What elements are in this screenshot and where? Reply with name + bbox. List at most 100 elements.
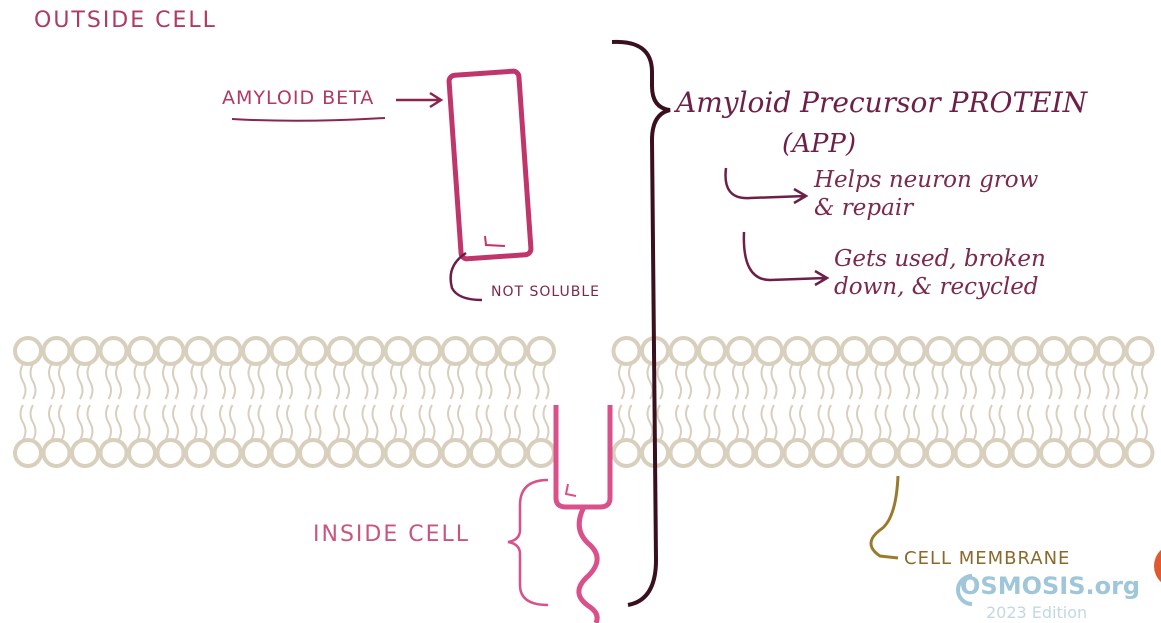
lipid-tail <box>420 405 425 440</box>
lipid-tail <box>363 364 368 399</box>
lipid-tail <box>544 405 549 440</box>
app-intracellular-tail <box>579 507 597 623</box>
phospholipid-head <box>443 440 469 466</box>
lipid-tail <box>772 405 777 440</box>
lipid-tail <box>1142 405 1147 440</box>
app-title: Amyloid Precursor PROTEIN <box>676 86 1087 119</box>
phospholipid-head <box>72 338 98 364</box>
phospholipid-head <box>1127 338 1153 364</box>
phospholipid-head <box>842 338 868 364</box>
lipid-tail <box>1047 364 1052 399</box>
not-soluble-label: NOT SOLUBLE <box>491 284 600 300</box>
lipid-tail <box>316 364 321 399</box>
function-arrow-2 <box>744 232 827 285</box>
lipid-tail <box>1028 405 1033 440</box>
lipid-tail <box>790 405 795 440</box>
lipid-tail <box>904 405 909 440</box>
phospholipid-head <box>500 440 526 466</box>
phospholipid-head <box>785 440 811 466</box>
phospholipid-head <box>614 440 640 466</box>
phospholipid-head <box>186 440 212 466</box>
lipid-tail <box>106 405 111 440</box>
lipid-tail <box>363 405 368 440</box>
phospholipid-head <box>44 440 70 466</box>
lipid-tail <box>49 405 54 440</box>
lipid-tail <box>448 364 453 399</box>
lipid-tail <box>800 364 805 399</box>
lipid-tail <box>259 364 264 399</box>
lipid-tail <box>857 364 862 399</box>
lipid-tail <box>1104 364 1109 399</box>
lipid-tail <box>715 405 720 440</box>
phospholipid-head <box>101 440 127 466</box>
phospholipid-head <box>329 440 355 466</box>
lipid-tail <box>619 405 624 440</box>
lipid-tail <box>505 405 510 440</box>
lipid-tail <box>705 364 710 399</box>
lipid-tail <box>515 405 520 440</box>
lipid-tail <box>1142 364 1147 399</box>
lipid-tail <box>220 405 225 440</box>
lipid-tail <box>306 364 311 399</box>
lipid-tail <box>287 364 292 399</box>
lipid-tail <box>790 364 795 399</box>
phospholipid-head <box>756 338 782 364</box>
lipid-tail <box>1104 405 1109 440</box>
lipid-tail <box>544 364 549 399</box>
lipid-tail <box>943 364 948 399</box>
lipid-tail <box>629 364 634 399</box>
lipid-tail <box>391 405 396 440</box>
edition-watermark: 2023 Edition <box>986 603 1087 622</box>
lipid-tail <box>534 405 539 440</box>
phospholipid-head <box>414 440 440 466</box>
phospholipid-head <box>984 440 1010 466</box>
amyloid-beta-underline <box>232 118 385 121</box>
lipid-tail <box>1132 364 1137 399</box>
phospholipid-head <box>699 338 725 364</box>
lipid-tail <box>1132 405 1137 440</box>
phospholipid-head <box>1098 338 1124 364</box>
phospholipid-head <box>870 338 896 364</box>
phospholipid-head <box>300 440 326 466</box>
phospholipid-head <box>386 440 412 466</box>
phospholipid-head <box>1013 440 1039 466</box>
lipid-tail <box>88 364 93 399</box>
lipid-tail <box>733 405 738 440</box>
lipid-tail <box>163 405 168 440</box>
phospholipid-head <box>129 440 155 466</box>
lipid-tail <box>876 405 881 440</box>
phospholipid-head <box>1070 338 1096 364</box>
lipid-tail <box>192 364 197 399</box>
lipid-tail <box>477 364 482 399</box>
lipid-tail <box>277 405 282 440</box>
lipid-tail <box>961 364 966 399</box>
lipid-tail <box>847 364 852 399</box>
lipid-tail <box>1000 364 1005 399</box>
lipid-tail <box>458 364 463 399</box>
membrane-pointer <box>871 476 898 558</box>
phospholipid-head <box>1041 440 1067 466</box>
lipid-tail <box>933 405 938 440</box>
app-bracket <box>612 42 670 605</box>
phospholipid-head <box>1127 440 1153 466</box>
lipid-tail <box>829 364 834 399</box>
lipid-tail <box>1114 405 1119 440</box>
phospholipid-head <box>500 338 526 364</box>
phospholipid-head <box>186 338 212 364</box>
phospholipid-head <box>215 440 241 466</box>
phospholipid-head <box>300 338 326 364</box>
lipid-tail <box>943 405 948 440</box>
phospholipid-head <box>614 338 640 364</box>
lipid-tail <box>344 405 349 440</box>
phospholipid-head <box>15 338 41 364</box>
lipid-tail <box>886 405 891 440</box>
phospholipid-head <box>243 338 269 364</box>
phospholipid-head <box>984 338 1010 364</box>
phospholipid-head <box>813 338 839 364</box>
lipid-tail <box>334 364 339 399</box>
function-arrow-1 <box>726 168 807 203</box>
lipid-tail <box>135 405 140 440</box>
lipid-tail <box>21 364 26 399</box>
phospholipid-head <box>243 440 269 466</box>
lipid-tail <box>287 405 292 440</box>
